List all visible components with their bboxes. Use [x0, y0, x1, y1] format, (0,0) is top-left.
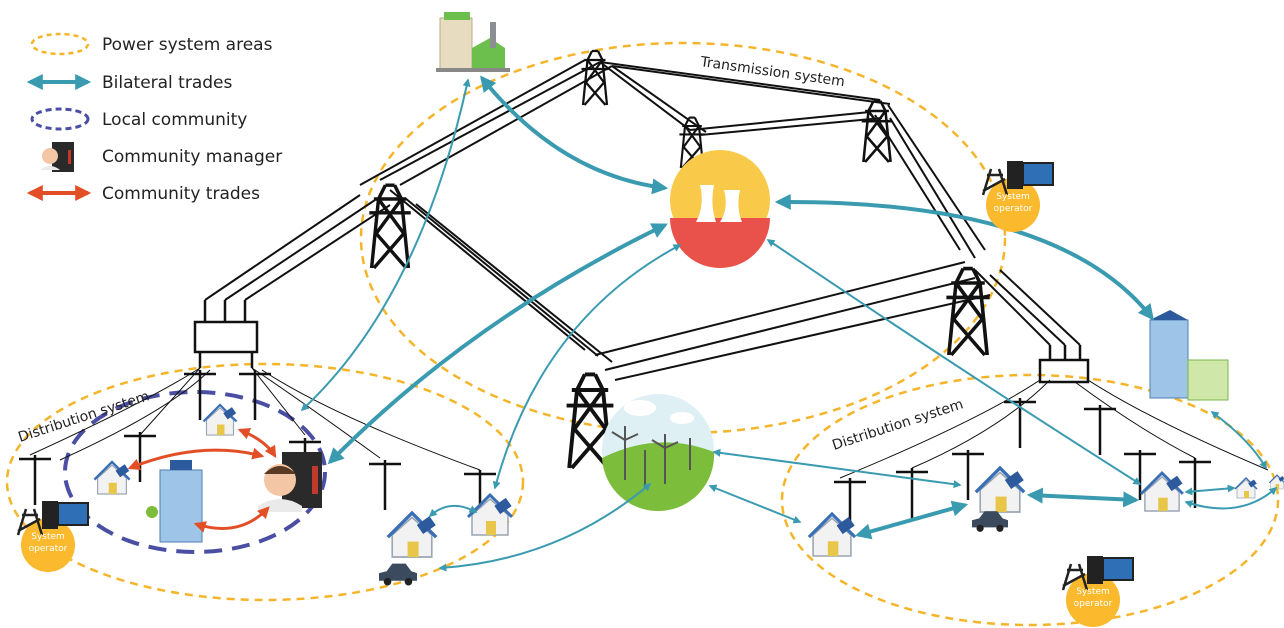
system-operator-right-top: System operator: [981, 159, 1055, 234]
bilateral-trade-arrows: [300, 75, 1278, 572]
local-community-area: [63, 390, 327, 554]
community-building-icon: [146, 460, 203, 543]
legend-local-community: Local community: [102, 110, 247, 130]
house-icon: [807, 512, 857, 558]
house-icon: [1268, 474, 1284, 490]
system-operator-label: operator: [29, 544, 68, 554]
transformer-icon-left: [193, 300, 259, 368]
system-operator-label: System: [996, 192, 1030, 202]
legend: Power system areas Bilateral trades Loca…: [26, 32, 282, 204]
community-manager-icon: [258, 452, 322, 512]
tower-icon: [944, 266, 992, 357]
system-operator-label: System: [31, 532, 65, 542]
house-icon: [386, 511, 438, 559]
transmission-lines: [204, 59, 1081, 381]
tower-icon: [367, 183, 413, 270]
tower-icon: [580, 49, 610, 107]
distribution-lines-left: [17, 367, 498, 522]
local-community-swatch: [30, 107, 90, 131]
house-icon: [466, 493, 514, 537]
legend-bilateral-trades: Bilateral trades: [102, 73, 233, 93]
system-operator-right-bottom: System operator: [1061, 554, 1135, 628]
power-plant-icon: [436, 12, 510, 72]
legend-power-system-areas: Power system areas: [102, 35, 273, 55]
legend-community-trades: Community trades: [102, 184, 260, 204]
system-operator-label: operator: [1074, 599, 1113, 609]
house-icon: [202, 403, 238, 437]
tower-icon: [860, 99, 894, 164]
wind-farm-icon: [602, 394, 715, 512]
house-icon: [1234, 477, 1258, 499]
power-system-areas-swatch: [30, 32, 90, 56]
system-operator-label: operator: [994, 204, 1033, 214]
house-icon: [974, 466, 1026, 514]
house-icon: [93, 460, 131, 496]
house-icon: [1139, 471, 1185, 513]
system-operator-left: System operator: [16, 499, 90, 574]
legend-community-manager: Community manager: [102, 147, 282, 167]
conventional-plant-icon: [670, 150, 770, 268]
commercial-building-icon: [1149, 310, 1229, 401]
car-icon: [972, 511, 1008, 532]
community-trade-arrows: [127, 427, 277, 533]
system-operator-label: System: [1076, 587, 1110, 597]
community-manager-swatch: [40, 142, 74, 172]
